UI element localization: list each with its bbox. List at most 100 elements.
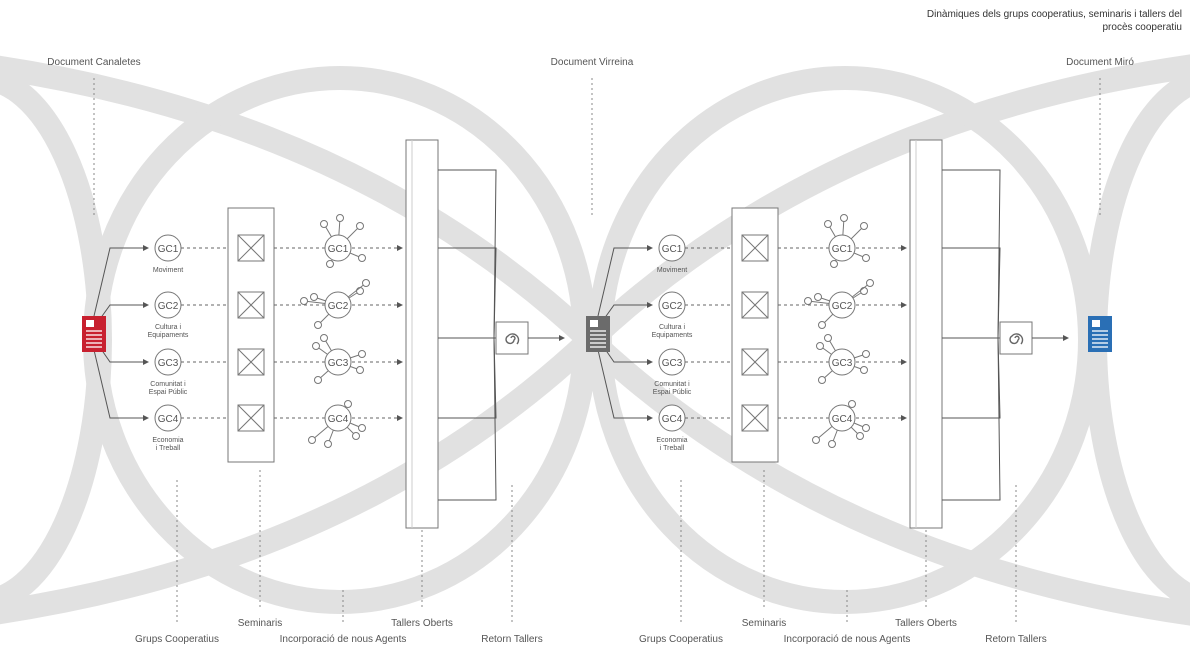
network-circle bbox=[828, 404, 856, 432]
network-node bbox=[324, 440, 332, 448]
seminar-box-cross bbox=[237, 291, 265, 319]
diagram-title: Dinàmiques dels grups cooperatius, semin… bbox=[852, 8, 1182, 34]
converge-line bbox=[942, 337, 1001, 501]
network-node bbox=[818, 376, 826, 384]
network-node bbox=[308, 436, 316, 444]
group-name: Cultura i bbox=[155, 324, 182, 331]
network-node bbox=[356, 287, 364, 295]
document-image bbox=[86, 320, 94, 327]
group-name: Moviment bbox=[153, 267, 183, 274]
document-canaletes-icon bbox=[82, 316, 106, 352]
network-circle bbox=[324, 404, 352, 432]
converge-line bbox=[942, 247, 1001, 339]
converge-line bbox=[942, 337, 1001, 419]
network-node bbox=[320, 220, 328, 228]
network-node bbox=[804, 297, 812, 305]
phase-label: Seminaris bbox=[742, 618, 786, 629]
network-node bbox=[856, 432, 864, 440]
group-name: Economia bbox=[656, 437, 687, 444]
network-node bbox=[358, 254, 366, 262]
group-code: GC2 bbox=[662, 301, 683, 312]
group-name: i Treball bbox=[156, 445, 181, 452]
phase-label: Grups Cooperatius bbox=[135, 634, 219, 645]
title-line-1: Dinàmiques dels grups cooperatius, semin… bbox=[926, 9, 1182, 20]
network-code: GC3 bbox=[832, 358, 853, 369]
network-code: GC4 bbox=[328, 414, 349, 425]
phase-label: Retorn Tallers bbox=[481, 634, 543, 645]
document-image bbox=[590, 320, 598, 327]
converge-line bbox=[438, 337, 497, 419]
network-node bbox=[320, 334, 328, 342]
network-node bbox=[860, 222, 868, 230]
phase-label: Tallers Oberts bbox=[895, 618, 957, 629]
phase-label: Grups Cooperatius bbox=[639, 634, 723, 645]
network-code: GC4 bbox=[832, 414, 853, 425]
seminar-box-cross bbox=[237, 234, 265, 262]
network-node bbox=[828, 440, 836, 448]
network-node bbox=[358, 424, 366, 432]
network-node bbox=[356, 366, 364, 374]
network-node bbox=[814, 293, 822, 301]
phase-label: Retorn Tallers bbox=[985, 634, 1047, 645]
network-node bbox=[352, 432, 360, 440]
network-node bbox=[358, 350, 366, 358]
group-name: Cultura i bbox=[659, 324, 686, 331]
network-circle bbox=[828, 291, 856, 319]
tallers-column bbox=[909, 139, 943, 529]
group-code: GC1 bbox=[158, 244, 179, 255]
network-node bbox=[336, 214, 344, 222]
network-node bbox=[314, 321, 322, 329]
group-code: GC3 bbox=[662, 358, 683, 369]
network-circle bbox=[324, 348, 352, 376]
title-line-2: procès cooperatiu bbox=[1102, 22, 1183, 33]
network-circle bbox=[828, 348, 856, 376]
group-name: Comunitat i bbox=[150, 381, 186, 388]
seminar-box-cross bbox=[741, 234, 769, 262]
group-name: Espai Públic bbox=[149, 389, 188, 396]
group-name: Moviment bbox=[657, 267, 687, 274]
converge-line bbox=[942, 169, 1001, 339]
group-name: Equipaments bbox=[652, 332, 693, 339]
network-node bbox=[860, 287, 868, 295]
network-node bbox=[866, 279, 874, 287]
network-circle bbox=[324, 234, 352, 262]
network-node bbox=[830, 260, 838, 268]
network-node bbox=[344, 400, 352, 408]
network-code: GC2 bbox=[832, 301, 853, 312]
group-name: Espai Públic bbox=[653, 389, 692, 396]
spiral-box bbox=[495, 321, 529, 355]
network-node bbox=[848, 400, 856, 408]
converge-line bbox=[438, 247, 497, 339]
network-node bbox=[812, 436, 820, 444]
flow-arrow bbox=[593, 332, 653, 421]
spiral-box bbox=[999, 321, 1033, 355]
network-node bbox=[824, 220, 832, 228]
network-node bbox=[862, 424, 870, 432]
phase-label: Tallers Oberts bbox=[391, 618, 453, 629]
spiral-icon bbox=[505, 333, 520, 345]
phase-label: Incorporació de nous Agents bbox=[784, 634, 911, 645]
seminar-box-cross bbox=[741, 404, 769, 432]
network-node bbox=[300, 297, 308, 305]
document-image bbox=[1092, 320, 1100, 327]
flow-arrow bbox=[89, 245, 149, 334]
network-code: GC1 bbox=[832, 244, 853, 255]
network-node bbox=[824, 334, 832, 342]
converge-line bbox=[438, 337, 497, 501]
tallers-column bbox=[405, 139, 439, 529]
converge-line bbox=[438, 169, 497, 339]
network-code: GC2 bbox=[328, 301, 349, 312]
document-miro-icon bbox=[1088, 316, 1112, 352]
network-code: GC1 bbox=[328, 244, 349, 255]
document-virreina-icon bbox=[586, 316, 610, 352]
group-code: GC1 bbox=[662, 244, 683, 255]
flow-arrow bbox=[89, 332, 149, 421]
document-label: Document Canaletes bbox=[47, 57, 140, 68]
group-code: GC3 bbox=[158, 358, 179, 369]
network-node bbox=[310, 293, 318, 301]
network-node bbox=[356, 222, 364, 230]
seminar-box-cross bbox=[237, 404, 265, 432]
network-node bbox=[818, 321, 826, 329]
network-code: GC3 bbox=[328, 358, 349, 369]
